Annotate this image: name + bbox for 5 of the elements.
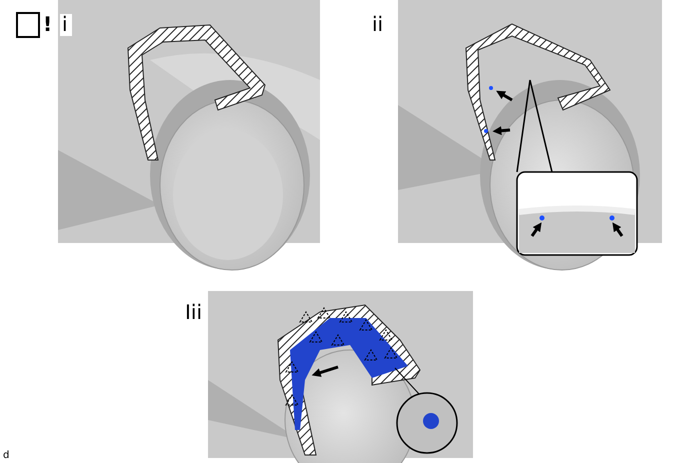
panel-label: i (60, 14, 72, 36)
figure-code: d (3, 451, 10, 461)
warning-mark: ! (43, 14, 52, 34)
panel-label: ii (372, 14, 384, 34)
panel-label: Iii (185, 302, 202, 322)
